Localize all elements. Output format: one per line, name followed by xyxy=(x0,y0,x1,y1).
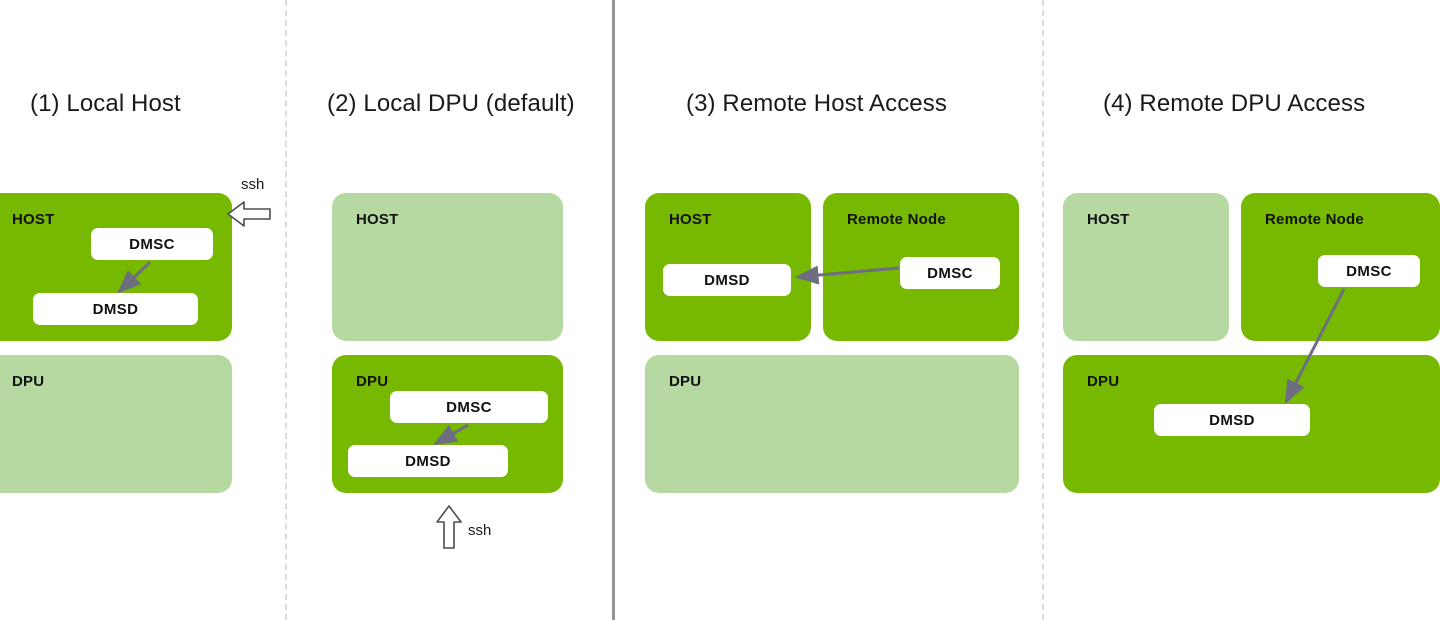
zone-label-remote-node-panel3: Remote Node xyxy=(847,211,946,228)
process-dmsd-panel2: DMSD xyxy=(348,445,508,477)
panel-divider-3 xyxy=(1042,0,1044,620)
zone-label-host-panel4: HOST xyxy=(1087,211,1130,228)
process-dmsd-panel4: DMSD xyxy=(1154,404,1310,436)
zone-label-host-panel3: HOST xyxy=(669,211,712,228)
zone-host-panel4: HOST xyxy=(1063,193,1229,341)
process-dmsd-panel3: DMSD xyxy=(663,264,791,296)
panel-title-remote-host-access: (3) Remote Host Access xyxy=(686,90,947,117)
zone-label-dpu-panel2: DPU xyxy=(356,373,389,390)
zone-dpu-panel1: DPU xyxy=(0,355,232,493)
process-dmsc-panel1: DMSC xyxy=(91,228,213,260)
zone-label-host-panel2: HOST xyxy=(356,211,399,228)
process-dmsc-panel2: DMSC xyxy=(390,391,548,423)
zone-label-remote-node-panel4: Remote Node xyxy=(1265,211,1364,228)
ssh-arrow-icon-panel1 xyxy=(227,201,271,227)
process-dmsd-panel1: DMSD xyxy=(33,293,198,325)
ssh-arrow-icon-panel2 xyxy=(436,505,462,549)
zone-dpu-panel3: DPU xyxy=(645,355,1019,493)
panel-title-remote-dpu-access: (4) Remote DPU Access xyxy=(1103,90,1366,117)
zone-label-dpu-panel1: DPU xyxy=(12,373,45,390)
ssh-label-panel2: ssh xyxy=(468,522,492,539)
process-dmsc-panel3: DMSC xyxy=(900,257,1000,289)
zone-label-dpu-panel4: DPU xyxy=(1087,373,1120,390)
zone-label-host-panel1: HOST xyxy=(12,211,55,228)
process-dmsc-panel4: DMSC xyxy=(1318,255,1420,287)
ssh-label-panel1: ssh xyxy=(241,176,265,193)
panel-title-local-host: (1) Local Host xyxy=(30,90,181,117)
zone-label-dpu-panel3: DPU xyxy=(669,373,702,390)
panel-title-local-dpu: (2) Local DPU (default) xyxy=(327,90,575,117)
zone-host-panel2: HOST xyxy=(332,193,563,341)
panel-divider-2 xyxy=(612,0,615,620)
panel-divider-1 xyxy=(285,0,287,620)
